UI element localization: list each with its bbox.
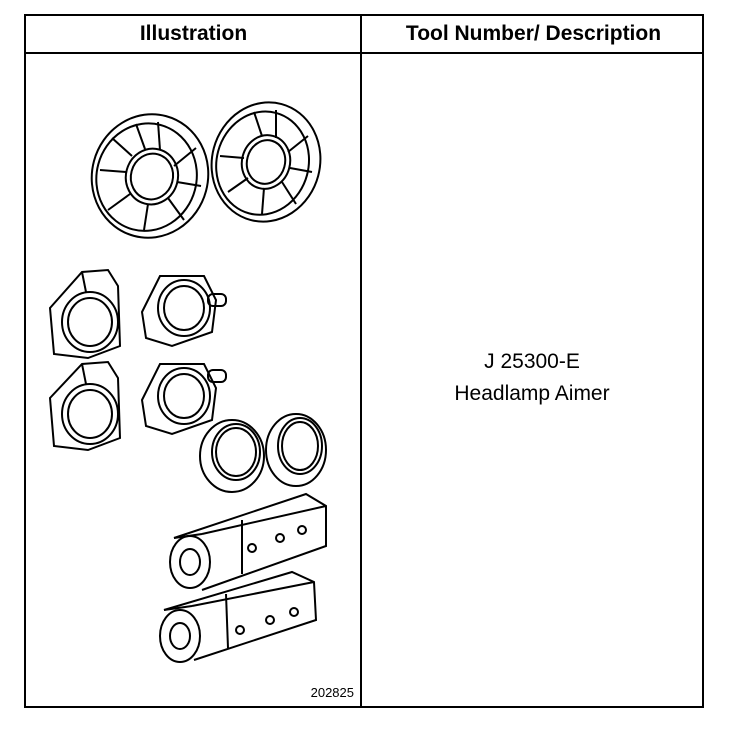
round-adapter-right bbox=[265, 413, 327, 487]
column-divider bbox=[360, 16, 362, 706]
header-illustration: Illustration bbox=[139, 22, 248, 45]
wheel-adapter-left bbox=[90, 113, 210, 239]
shield-adapter-1 bbox=[48, 268, 122, 360]
clamp-adapter-1 bbox=[140, 275, 227, 348]
aimer-unit-1 bbox=[169, 492, 327, 591]
tool-text: J 25300-E Headlamp Aimer bbox=[362, 346, 702, 410]
illustration-cell: 202825 bbox=[26, 54, 360, 706]
clamp-adapter-2 bbox=[140, 363, 227, 436]
aimer-unit-2 bbox=[159, 570, 318, 663]
tool-description: Headlamp Aimer bbox=[454, 382, 610, 405]
shield-adapter-2 bbox=[48, 360, 122, 452]
round-adapter-left bbox=[199, 419, 265, 493]
tool-table: Illustration Tool Number/ Description bbox=[24, 14, 704, 708]
figure-number: 202825 bbox=[310, 685, 354, 700]
tool-description-cell: J 25300-E Headlamp Aimer bbox=[362, 54, 702, 706]
wheel-adapter-right bbox=[210, 101, 322, 223]
table-header-row: Illustration Tool Number/ Description bbox=[26, 16, 702, 54]
header-tool-description: Tool Number/ Description bbox=[405, 22, 662, 45]
tool-number: J 25300-E bbox=[484, 350, 580, 373]
headlamp-aimer-illustration bbox=[48, 101, 327, 663]
